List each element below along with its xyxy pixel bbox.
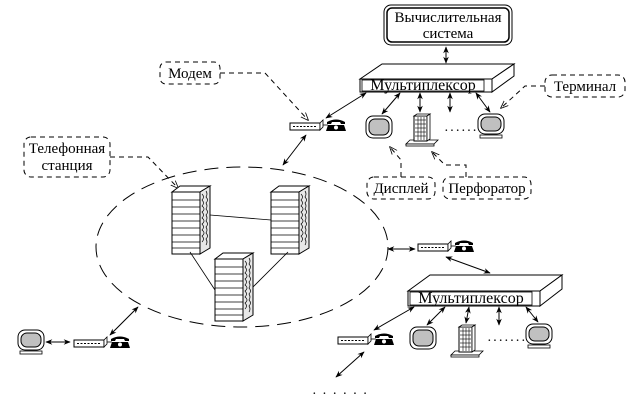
callout-display-label: Дисплей <box>373 181 428 197</box>
link-modem-station-left <box>109 306 139 336</box>
link-mux-modem-bottom <box>373 306 415 331</box>
modem-phone-icon-top <box>289 119 347 132</box>
callout-punch: Перфоратор <box>432 152 532 200</box>
terminal-icon-left <box>17 329 45 355</box>
modem-phone-icon-bottom <box>337 333 395 346</box>
link-mux-terminal-bottom <box>525 306 539 323</box>
computing-system-label-line1: Вычислительная <box>395 10 502 26</box>
callout-modem-label: Модем <box>168 66 212 82</box>
trunk-left-right <box>209 214 272 221</box>
switch-rack-left <box>171 185 211 255</box>
display-icon-bottom <box>409 326 437 350</box>
ellipsis-bottom: · · · · · · <box>312 387 368 402</box>
callout-phone-station-line2: станция <box>41 158 92 174</box>
callout-terminal-label: Терминал <box>554 79 617 95</box>
callout-terminal: Терминал <box>501 74 626 108</box>
multiplexer-bottom-label: Мультиплексор <box>418 290 523 307</box>
terminal-icon-bottom <box>525 323 553 349</box>
callout-modem: Модем <box>159 61 308 120</box>
callout-phone-station-line1: Телефонная <box>29 141 106 157</box>
modem-phone-icon-left <box>73 336 131 349</box>
callout-phone-station: Телефонная станция <box>23 136 178 188</box>
punch-icon-bottom <box>450 324 484 358</box>
multiplexer-top-label: Мультиплексор <box>370 77 475 94</box>
multiplexer-top: Мультиплексор <box>358 63 516 94</box>
link-modem-mux-bottom <box>445 256 491 274</box>
ellipsis-top: ······· <box>444 124 484 139</box>
modem-phone-icon-right <box>417 240 475 253</box>
link-mux-terminal <box>475 92 491 113</box>
computing-system-box: Вычислительная система <box>383 4 513 46</box>
display-icon <box>365 115 393 139</box>
switch-rack-right <box>270 185 310 255</box>
ellipsis-bottom-right: ······· <box>487 334 527 349</box>
punch-icon <box>405 113 439 147</box>
switch-rack-bottom <box>214 252 254 322</box>
multiplexer-bottom: Мультиплексор <box>406 274 564 308</box>
link-mux-display <box>381 92 401 115</box>
link-modem-continuation <box>335 351 365 378</box>
link-mux-display-bottom <box>426 306 446 326</box>
trunk-right-bottom <box>252 251 289 288</box>
link-mux-punch-bottom <box>464 306 471 324</box>
callout-punch-label: Перфоратор <box>448 181 525 197</box>
trunk-left-bottom <box>189 251 216 291</box>
link-modem-station <box>282 134 307 166</box>
link-mux-modem-top <box>325 92 367 119</box>
callout-display: Дисплей <box>366 147 436 200</box>
computing-system-label-line2: система <box>423 26 474 42</box>
